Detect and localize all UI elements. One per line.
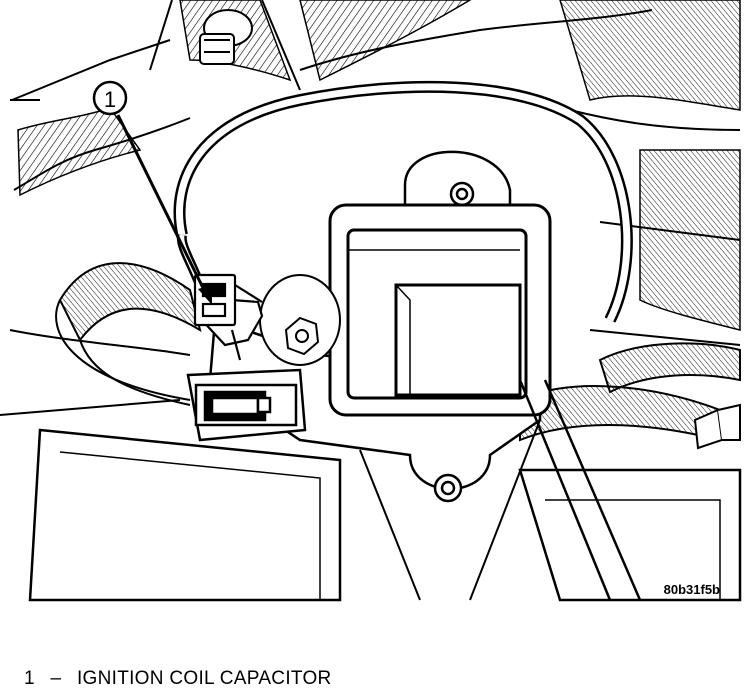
- leader-line: [116, 114, 207, 293]
- diagonal-brace: [518, 379, 642, 601]
- legend-number: 1: [24, 668, 35, 689]
- coil-terminal-nut: [259, 274, 341, 366]
- leader-arrowhead: [198, 285, 212, 305]
- legend-separator: –: [50, 668, 62, 689]
- figure-code: 80b31f5b: [664, 582, 720, 597]
- harness-connector: [186, 368, 307, 442]
- legend: 1 – IGNITION COIL CAPACITOR: [24, 668, 332, 690]
- callout-circle: [92, 80, 128, 116]
- harness-bundle: [55, 262, 741, 442]
- right-connector: [693, 403, 741, 450]
- ignition-coil: [328, 203, 552, 417]
- legend-label: IGNITION COIL CAPACITOR: [76, 668, 332, 689]
- callout-number: 1: [104, 87, 116, 112]
- lower-panels: [28, 419, 742, 602]
- callout-1: 1: [92, 80, 212, 305]
- bolt-head: [199, 9, 253, 65]
